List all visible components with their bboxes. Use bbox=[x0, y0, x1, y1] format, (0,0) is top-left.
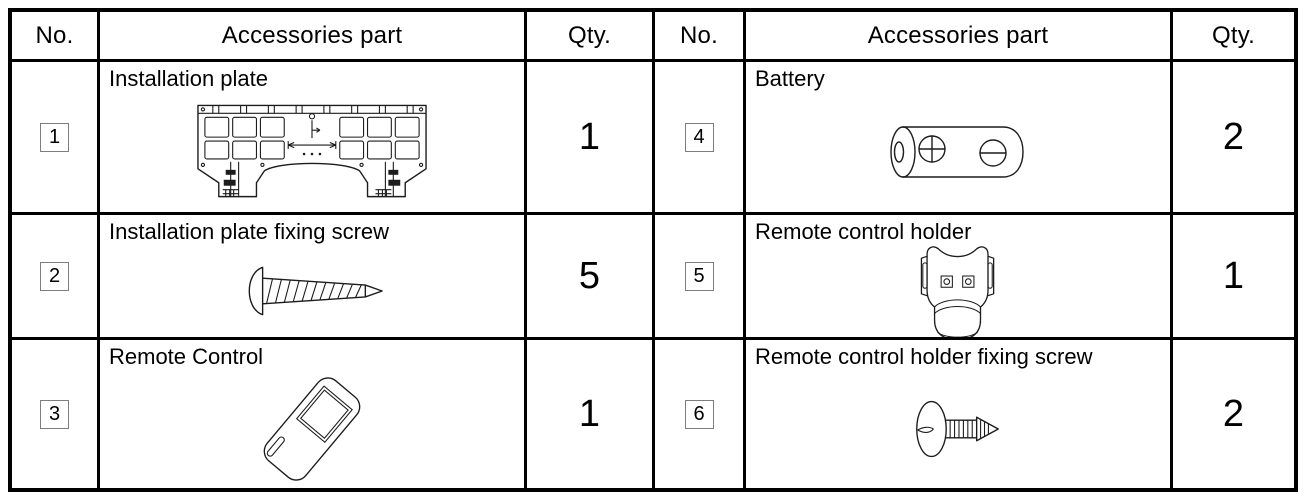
accessories-table: No. Accessories part Qty. No. Accessorie… bbox=[8, 8, 1298, 492]
item-6-part-cell: Remote control holder fixing screw bbox=[746, 340, 1170, 488]
item-5-figure bbox=[746, 246, 1170, 337]
item-5-number-cell: 5 bbox=[655, 215, 743, 337]
item-5-qty-cell: 1 bbox=[1173, 215, 1294, 337]
item-2-qty: 5 bbox=[578, 254, 601, 297]
item-5-part-label: Remote control holder bbox=[755, 219, 972, 244]
item-6-figure bbox=[746, 371, 1170, 489]
item-1-qty-cell: 1 bbox=[527, 62, 652, 212]
item-3-number-cell: 3 bbox=[12, 340, 97, 488]
item-2-number-cell: 2 bbox=[12, 215, 97, 337]
battery-illustration bbox=[890, 126, 1024, 178]
header-part-left-label: Accessories part bbox=[221, 21, 403, 49]
item-6-qty: 2 bbox=[1222, 392, 1245, 435]
item-2-part-label: Installation plate fixing screw bbox=[109, 219, 390, 244]
item-3-number-badge: 3 bbox=[40, 399, 69, 429]
item-6-number-badge: 6 bbox=[684, 399, 714, 429]
item-3-qty: 1 bbox=[578, 392, 601, 435]
header-qty-right-label: Qty. bbox=[1211, 21, 1256, 49]
item-4-qty: 2 bbox=[1222, 115, 1245, 158]
installation-plate-illustration bbox=[197, 104, 427, 198]
item-3-qty-cell: 1 bbox=[527, 340, 652, 488]
item-6-number-cell: 6 bbox=[655, 340, 743, 488]
remote-control-illustration bbox=[263, 377, 361, 481]
item-1-figure bbox=[100, 93, 524, 213]
item-4-part-cell: Battery bbox=[746, 62, 1170, 212]
item-3-part-label: Remote Control bbox=[109, 344, 264, 369]
item-1-qty: 1 bbox=[578, 115, 601, 158]
header-no-right: No. bbox=[655, 12, 743, 59]
item-4-figure bbox=[746, 93, 1170, 213]
item-2-figure bbox=[100, 246, 524, 338]
header-part-right: Accessories part bbox=[746, 12, 1170, 59]
item-1-number-badge: 1 bbox=[40, 122, 69, 152]
remote-control-holder-illustration bbox=[920, 246, 995, 337]
item-5-number-badge: 5 bbox=[684, 261, 714, 291]
item-1-part-cell: Installation plate bbox=[100, 62, 524, 212]
item-5-part-cell: Remote control holder bbox=[746, 215, 1170, 337]
header-qty-right: Qty. bbox=[1173, 12, 1294, 59]
item-2-qty-cell: 5 bbox=[527, 215, 652, 337]
header-qty-left-label: Qty. bbox=[567, 21, 612, 49]
header-no-left-label: No. bbox=[35, 21, 74, 49]
item-6-part-label: Remote control holder fixing screw bbox=[755, 344, 1093, 369]
item-5-qty: 1 bbox=[1222, 254, 1245, 297]
item-2-part-cell: Installation plate fixing screw bbox=[100, 215, 524, 337]
header-no-right-label: No. bbox=[680, 21, 718, 49]
item-4-number-cell: 4 bbox=[655, 62, 743, 212]
long-fixing-screw-illustration bbox=[248, 266, 383, 316]
header-no-left: No. bbox=[12, 12, 97, 59]
item-4-qty-cell: 2 bbox=[1173, 62, 1294, 212]
item-1-part-label: Installation plate bbox=[109, 66, 268, 91]
short-fixing-screw-illustration bbox=[916, 401, 999, 458]
item-6-qty-cell: 2 bbox=[1173, 340, 1294, 488]
item-4-part-label: Battery bbox=[755, 66, 825, 91]
header-part-left: Accessories part bbox=[100, 12, 524, 59]
item-1-number-cell: 1 bbox=[12, 62, 97, 212]
item-2-number-badge: 2 bbox=[40, 261, 69, 291]
header-part-right-label: Accessories part bbox=[867, 21, 1049, 49]
item-4-number-badge: 4 bbox=[684, 122, 714, 152]
item-3-part-cell: Remote Control bbox=[100, 340, 524, 488]
header-qty-left: Qty. bbox=[527, 12, 652, 59]
item-3-figure bbox=[100, 371, 524, 489]
